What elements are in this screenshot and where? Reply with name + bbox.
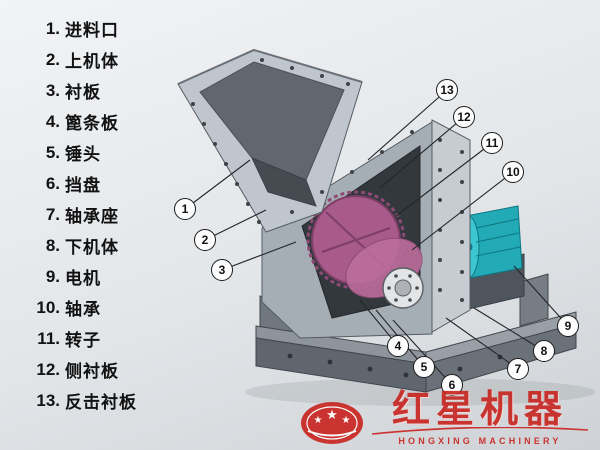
- part-label: 挡盘: [65, 176, 101, 195]
- parts-list-item: 13. 反击衬板: [28, 385, 137, 416]
- part-number: 13.: [36, 390, 60, 410]
- callout-5: 5: [413, 356, 435, 378]
- part-label: 篦条板: [65, 114, 119, 133]
- callout-11: 11: [481, 132, 503, 154]
- leader-line-6: [392, 319, 453, 386]
- ground-shadow: [245, 378, 595, 406]
- svg-text:★: ★: [342, 415, 351, 426]
- callout-2: 2: [194, 229, 216, 251]
- feed-hopper: [177, 48, 363, 233]
- parts-list-item: 5. 锤头: [28, 137, 137, 168]
- part-number: 10.: [36, 297, 60, 317]
- part-number: 3.: [45, 80, 60, 100]
- parts-list-item: 9. 电机: [28, 261, 137, 292]
- parts-list-item: 6. 挡盘: [28, 168, 137, 199]
- logo-swoosh: [371, 427, 589, 435]
- bearing-bolts: [387, 274, 419, 302]
- leader-line-8: [473, 307, 545, 352]
- part-number: 2.: [45, 49, 60, 69]
- callout-3: 3: [211, 259, 233, 281]
- motor: [455, 205, 525, 313]
- hongxing-logo: ★ ★ ★ 红星机器 HONGXING MACHINERY: [299, 391, 590, 446]
- leader-line-11: [395, 142, 493, 217]
- leader-line-1: [184, 159, 251, 210]
- part-label: 锤头: [65, 145, 101, 164]
- hopper-throat: [251, 157, 317, 207]
- callout-9: 9: [557, 315, 579, 337]
- svg-text:★: ★: [326, 407, 338, 422]
- part-label: 进料口: [65, 21, 119, 40]
- svg-text:★: ★: [314, 415, 323, 426]
- leader-line-7: [445, 317, 519, 370]
- body-right-panel: [431, 119, 471, 333]
- leader-line-3: [221, 241, 297, 271]
- part-label: 轴承: [65, 300, 101, 319]
- callout-7: 7: [507, 358, 529, 380]
- leader-line-12: [379, 116, 465, 189]
- part-number: 11.: [37, 328, 60, 348]
- parts-list-item: 11. 转子: [28, 323, 137, 354]
- part-number: 7.: [45, 204, 60, 224]
- part-label: 轴承座: [65, 207, 119, 226]
- leader-line-13: [367, 89, 448, 161]
- parts-list-item: 2. 上机体: [28, 44, 137, 75]
- parts-list: 1. 进料口 2. 上机体 3. 衬板 4. 篦条板 5. 锤头 6. 挡盘 7. 轴承座 8. 下机体 9. 电…: [28, 13, 137, 416]
- hopper-inner-wall: [199, 61, 345, 181]
- logo-oval-stars-icon: ★ ★ ★: [301, 402, 363, 444]
- parts-list-item: 12. 侧衬板: [28, 354, 137, 385]
- logo-text-cn: 红星机器: [391, 389, 568, 431]
- part-label: 上机体: [65, 52, 119, 71]
- parts-list-item: 10. 轴承: [28, 292, 137, 323]
- parts-list-item: 8. 下机体: [28, 230, 137, 261]
- part-number: 5.: [45, 142, 60, 162]
- part-label: 侧衬板: [65, 362, 119, 381]
- parts-list-item: 1. 进料口: [28, 13, 137, 44]
- part-label: 转子: [65, 331, 101, 350]
- part-number: 1.: [45, 18, 60, 38]
- callout-1: 1: [174, 198, 196, 220]
- leader-line-10: [411, 171, 514, 251]
- part-number: 9.: [45, 266, 60, 286]
- parts-list-item: 4. 篦条板: [28, 106, 137, 137]
- part-label: 衬板: [65, 83, 101, 102]
- callout-10: 10: [502, 161, 524, 183]
- part-number: 4.: [45, 111, 60, 131]
- leader-line-9: [513, 265, 569, 327]
- logo-text-block: 红星机器 HONGXING MACHINERY: [370, 391, 590, 446]
- panel-bolts: [191, 58, 464, 302]
- rotor-assembly: [306, 190, 424, 309]
- callout-8: 8: [533, 340, 555, 362]
- callout-6: 6: [441, 374, 463, 396]
- callout-13: 13: [436, 79, 458, 101]
- callout-12: 12: [453, 106, 475, 128]
- callout-4: 4: [387, 335, 409, 357]
- parts-list-item: 7. 轴承座: [28, 199, 137, 230]
- part-number: 12.: [36, 359, 60, 379]
- part-number: 6.: [45, 173, 60, 193]
- part-label: 电机: [65, 269, 101, 288]
- logo-text-en: HONGXING MACHINERY: [398, 436, 562, 446]
- part-label: 反击衬板: [65, 393, 137, 412]
- part-label: 下机体: [65, 238, 119, 257]
- part-number: 8.: [45, 235, 60, 255]
- parts-list-item: 3. 衬板: [28, 75, 137, 106]
